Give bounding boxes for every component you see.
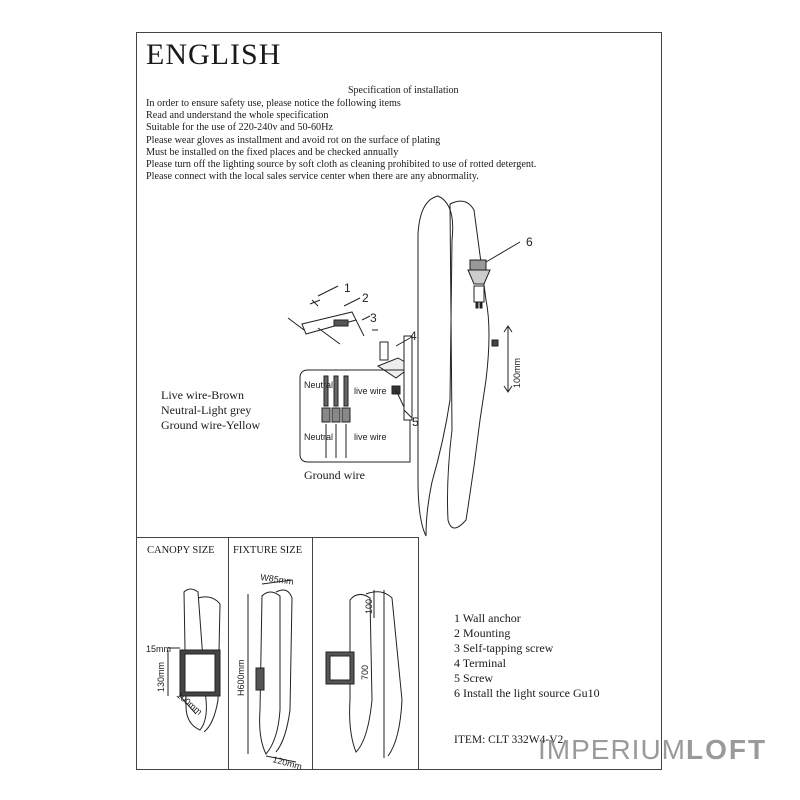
- wire-neutral-bottom: Neutral: [304, 432, 333, 442]
- spec-line: Please connect with the local sales serv…: [146, 171, 479, 183]
- part-item: 1 Wall anchor: [454, 611, 521, 625]
- wire-live-bottom: live wire: [354, 432, 387, 442]
- callout-lines: [317, 241, 521, 419]
- dim-h600: H600mm: [236, 659, 246, 696]
- dim-w85: W85mm: [260, 572, 295, 587]
- page-title: ENGLISH: [146, 38, 282, 71]
- callout-3: 3: [370, 311, 377, 325]
- watermark-imperium: IMPERIUM: [538, 734, 686, 765]
- wire-ground: Ground wire-Yellow: [161, 418, 261, 432]
- wall-lamp-drawing: [403, 195, 513, 537]
- spec-list: In order to ensure safety use, please no…: [146, 98, 536, 183]
- imperiumloft-watermark: IMPERIUMLOFT: [538, 734, 767, 766]
- callout-2: 2: [362, 291, 369, 305]
- parts-list: 1 Wall anchor 2 Mounting 3 Self-tapping …: [454, 611, 600, 701]
- dim-15mm: 15mm: [146, 644, 171, 654]
- canopy-size-label: CANOPY SIZE: [147, 545, 215, 556]
- section-divider: [228, 537, 229, 770]
- part-item: 3 Self-tapping screw: [454, 641, 554, 655]
- wire-neutral: Neutral-Light grey: [161, 403, 252, 417]
- section-divider: [136, 537, 418, 538]
- item-code: ITEM: CLT 332W4-V2: [454, 734, 564, 746]
- canopy-drawing: [167, 588, 221, 733]
- part-item: 2 Mounting: [454, 626, 511, 640]
- dim-100: 100: [364, 599, 374, 614]
- spec-line: Please wear gloves as installment and av…: [146, 134, 441, 146]
- spec-line: In order to ensure safety use, please no…: [146, 98, 401, 109]
- callout-4: 4: [410, 329, 417, 343]
- dim-130mm: 130mm: [156, 662, 166, 692]
- part-item: 6 Install the light source Gu10: [454, 686, 600, 700]
- section-divider: [312, 537, 313, 770]
- document-frame: [136, 32, 662, 770]
- callout-5: 5: [412, 415, 419, 429]
- spec-title: Specification of installation: [348, 85, 459, 96]
- section-divider: [418, 537, 419, 770]
- spec-line: Please turn off the lighting source by s…: [146, 159, 537, 171]
- fixture-front-drawing: [247, 579, 297, 763]
- callout-6: 6: [526, 235, 533, 249]
- mounting-hardware: [287, 299, 378, 345]
- wire-neutral-top: Neutral: [304, 380, 333, 390]
- spec-line: Suitable for the use of 220-240v and 50-…: [146, 122, 334, 134]
- callout-1: 1: [344, 281, 351, 295]
- wire-color-legend: Live wire-Brown Neutral-Light grey Groun…: [161, 388, 260, 433]
- wire-live-top: live wire: [354, 386, 387, 396]
- spec-line: Must be installed on the fixed places an…: [146, 146, 399, 158]
- spec-line: Read and understand the whole specificat…: [146, 110, 329, 122]
- wiring-inset: [299, 369, 411, 463]
- fixture-size-label: FIXTURE SIZE: [233, 545, 303, 556]
- ground-wire-caption: Ground wire: [304, 468, 365, 482]
- part-item: 5 Screw: [454, 671, 493, 685]
- watermark-loft: LOFT: [686, 734, 768, 765]
- dim-700: 700: [360, 665, 370, 680]
- dim-100mm: 100mm: [512, 358, 522, 388]
- part-item: 4 Terminal: [454, 656, 506, 670]
- dim-120mm: 120mm: [271, 754, 303, 771]
- fixture-side-drawing: [325, 590, 403, 758]
- wire-live: Live wire-Brown: [161, 388, 244, 402]
